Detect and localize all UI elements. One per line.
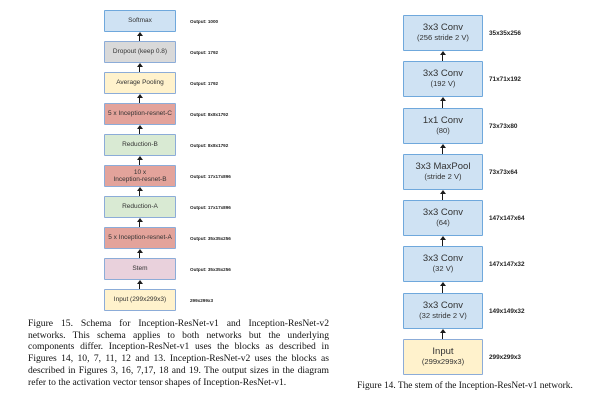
output-label: Output: 35x35x256 bbox=[190, 266, 231, 272]
block-3x3-conv-192: 3x3 Conv (192 V) bbox=[403, 61, 483, 97]
block-3x3-conv-32-stride2: 3x3 Conv (32 stride 2 V) bbox=[403, 293, 483, 329]
figure15-caption: Figure 15. Schema for Inception-ResNet-v… bbox=[28, 318, 329, 388]
block-sublabel: (192 V) bbox=[430, 78, 456, 88]
block-label: 5 x Inception-resnet-C bbox=[108, 110, 172, 118]
block-label: Dropout (keep 0.8) bbox=[112, 48, 168, 56]
arrow-connector bbox=[439, 190, 446, 200]
block-label: Reduction-B bbox=[122, 141, 158, 149]
output-label: 147x147x32 bbox=[489, 260, 525, 268]
arrow-connector bbox=[136, 63, 143, 72]
output-label: Output: 8x8x1792 bbox=[190, 111, 229, 117]
arrow-connector bbox=[439, 51, 446, 61]
arrow-connector bbox=[136, 32, 143, 41]
block-input: Input (299x299x3) bbox=[403, 339, 483, 375]
block-label: Softmax bbox=[128, 17, 152, 25]
block-label: 3x3 Conv bbox=[422, 207, 464, 219]
block-inception-resnet-b: 10 x Inception-resnet-B bbox=[104, 165, 176, 187]
block-label: Input bbox=[432, 346, 454, 358]
output-label: Output: 1000 bbox=[190, 18, 219, 24]
block-label: Input (299x299x3) bbox=[113, 296, 167, 304]
output-label: 299x299x3 bbox=[489, 353, 521, 361]
arrow-connector bbox=[136, 249, 143, 258]
block-label: Average Pooling bbox=[116, 79, 164, 87]
block-reduction-a: Reduction-A bbox=[104, 196, 176, 218]
block-input: Input (299x299x3) bbox=[104, 289, 176, 311]
block-label: 3x3 Conv bbox=[422, 22, 464, 34]
block-label: 1x1 Conv bbox=[422, 115, 464, 127]
output-label: 73x73x80 bbox=[489, 122, 518, 130]
arrow-connector bbox=[439, 329, 446, 339]
block-label: 10 x Inception-resnet-B bbox=[113, 168, 167, 183]
block-label: Stem bbox=[132, 265, 148, 273]
arrow-connector bbox=[136, 187, 143, 196]
block-sublabel: (32 V) bbox=[432, 263, 454, 273]
block-softmax: Softmax bbox=[104, 10, 176, 32]
block-inception-resnet-c: 5 x Inception-resnet-C bbox=[104, 103, 176, 125]
figure14-caption: Figure 14. The stem of the Inception-Res… bbox=[357, 381, 573, 391]
block-3x3-conv-32v: 3x3 Conv (32 V) bbox=[403, 246, 483, 282]
block-label: Reduction-A bbox=[122, 203, 158, 211]
arrow-connector bbox=[136, 218, 143, 227]
block-dropout: Dropout (keep 0.8) bbox=[104, 41, 176, 63]
output-label: Output: 17x17x896 bbox=[190, 173, 231, 179]
block-label: 3x3 MaxPool bbox=[415, 161, 471, 173]
arrow-connector bbox=[439, 236, 446, 246]
output-label: 147x147x64 bbox=[489, 214, 525, 222]
block-3x3-conv-256-stride2: 3x3 Conv (256 stride 2 V) bbox=[403, 15, 483, 51]
output-label: 73x73x64 bbox=[489, 168, 518, 176]
arrow-connector bbox=[136, 280, 143, 289]
block-3x3-maxpool: 3x3 MaxPool (stride 2 V) bbox=[403, 154, 483, 190]
arrow-connector bbox=[136, 156, 143, 165]
block-sublabel: (64) bbox=[436, 217, 450, 227]
output-label: Output: 1792 bbox=[190, 49, 219, 55]
block-1x1-conv-80: 1x1 Conv (80) bbox=[403, 108, 483, 144]
block-3x3-conv-64: 3x3 Conv (64) bbox=[403, 200, 483, 236]
block-inception-resnet-a: 5 x Inception-resnet-A bbox=[104, 227, 176, 249]
block-label: 3x3 Conv bbox=[422, 253, 464, 265]
block-average-pooling: Average Pooling bbox=[104, 72, 176, 94]
output-label: Output: 8x8x1792 bbox=[190, 142, 229, 148]
block-sublabel: (299x299x3) bbox=[421, 356, 465, 366]
arrow-connector bbox=[439, 144, 446, 154]
block-label: 5 x Inception-resnet-A bbox=[108, 234, 172, 242]
output-label: Output: 35x35x256 bbox=[190, 235, 231, 241]
block-sublabel: (stride 2 V) bbox=[424, 171, 462, 181]
arrow-connector bbox=[439, 97, 446, 108]
output-label: 149x149x32 bbox=[489, 307, 525, 315]
arrow-connector bbox=[136, 125, 143, 134]
block-sublabel: (256 stride 2 V) bbox=[417, 32, 469, 42]
block-label: 3x3 Conv bbox=[422, 300, 464, 312]
block-stem: Stem bbox=[104, 258, 176, 280]
arrow-connector bbox=[136, 94, 143, 103]
block-sublabel: (80) bbox=[436, 125, 450, 135]
output-label: Output: 17x17x896 bbox=[190, 204, 231, 210]
output-label: Output: 1792 bbox=[190, 80, 219, 86]
block-reduction-b: Reduction-B bbox=[104, 134, 176, 156]
output-label: 299x299x3 bbox=[190, 297, 213, 303]
block-label: 3x3 Conv bbox=[422, 68, 464, 80]
output-label: 35x35x256 bbox=[489, 29, 521, 37]
block-sublabel: (32 stride 2 V) bbox=[419, 310, 467, 320]
output-label: 71x71x192 bbox=[489, 75, 521, 83]
arrow-connector bbox=[439, 282, 446, 293]
